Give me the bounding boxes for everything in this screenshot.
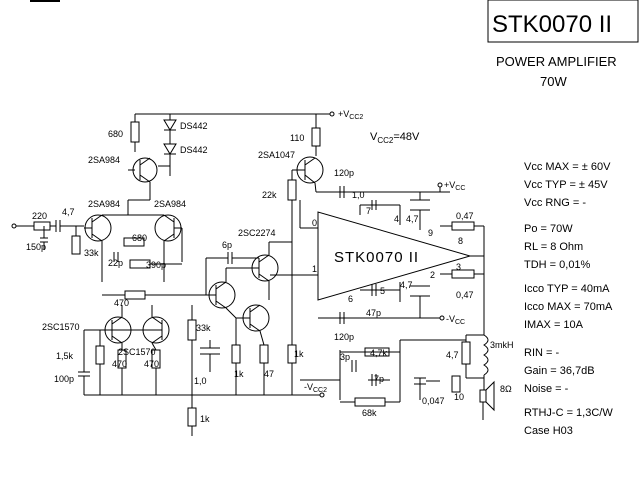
- c10-top: 1,0: [352, 190, 365, 200]
- spec-icco-max: Icco MAX = 70mA: [524, 301, 613, 313]
- spec-vcc-typ: Vcc TYP = ± 45V: [524, 179, 608, 191]
- ds442-a: DS442: [180, 121, 208, 131]
- c47-bot: 4,7: [400, 280, 413, 290]
- r1k-b: 1k: [294, 349, 304, 359]
- pin-5: 5: [380, 286, 385, 296]
- r680-top: 680: [108, 129, 123, 139]
- r33k-b: 33k: [196, 323, 211, 333]
- l3mkh: 3mkH: [490, 340, 514, 350]
- speaker: 8Ω: [500, 384, 512, 394]
- c3p: 3p: [340, 352, 350, 362]
- r470-a: 470: [112, 359, 127, 369]
- pin-3: 3: [456, 262, 461, 272]
- c10-b: 1,0: [194, 376, 207, 386]
- c47-top: 4,7: [406, 214, 419, 224]
- spec-noise: Noise = -: [524, 383, 569, 395]
- r10: 10: [454, 392, 464, 402]
- pin-6: 6: [348, 294, 353, 304]
- r110: 110: [290, 133, 304, 143]
- amplifier-chip: [317, 211, 472, 301]
- c47p: 47p: [366, 308, 381, 318]
- title-box: [487, 0, 639, 43]
- q-2sc1570-right: 2SC1570: [118, 347, 156, 357]
- pin-0: 0: [312, 218, 317, 228]
- chip-label: STK0070 II: [334, 249, 419, 266]
- r220: 220: [32, 211, 47, 221]
- spec-po: Po = 70W: [524, 223, 573, 235]
- spec-case: Case H03: [524, 425, 573, 437]
- q-2sa984-left: 2SA984: [88, 199, 120, 209]
- r680-mid: 680: [132, 233, 147, 243]
- vcc2-value-label: VCC2=48V: [370, 131, 420, 145]
- pin-1: 1: [312, 264, 317, 274]
- r15k: 1,5k: [56, 351, 74, 361]
- r047-top: 0,47: [456, 211, 474, 221]
- q-2sa984-right: 2SA984: [154, 199, 186, 209]
- r470-b: 470: [144, 359, 159, 369]
- title-text: STK0070 II: [492, 11, 612, 38]
- neg-vcc-label: -VCC: [446, 314, 465, 326]
- c150p: 150p: [26, 242, 46, 252]
- r47-out: 4,7: [446, 350, 459, 360]
- r47k: 4,7k: [370, 348, 388, 358]
- ds442-b: DS442: [180, 145, 208, 155]
- r47: 47: [264, 369, 274, 379]
- c22p: 22p: [108, 258, 123, 268]
- q-2sa1047: 2SA1047: [258, 150, 295, 160]
- spec-vcc-max: Vcc MAX = ± 60V: [524, 161, 611, 173]
- pin-9: 9: [428, 228, 433, 238]
- spec-imax: IMAX = 10A: [524, 319, 584, 331]
- c47-in: 4,7: [62, 207, 75, 217]
- pin-8: 8: [458, 236, 463, 246]
- spec-tdh: TDH = 0,01%: [524, 259, 591, 271]
- r33k-in: 33k: [84, 248, 99, 258]
- c7p: 7p: [374, 374, 384, 384]
- r390p: 390p: [146, 260, 166, 270]
- c6p: 6p: [222, 240, 232, 250]
- q-2sc1570-left: 2SC1570: [42, 322, 80, 332]
- spec-icco-typ: Icco TYP = 40mA: [524, 283, 610, 295]
- power-text: 70W: [540, 74, 567, 89]
- spec-rl: RL = 8 Ohm: [524, 241, 583, 253]
- r22k: 22k: [262, 190, 277, 200]
- c100p: 100p: [54, 374, 74, 384]
- c120p-bot: 120p: [334, 332, 354, 342]
- spec-rthj: RTHJ-C = 1,3C/W: [524, 407, 613, 419]
- c120p-top: 120p: [334, 168, 354, 178]
- pin-4: 4: [394, 214, 399, 224]
- q-2sc2274: 2SC2274: [238, 228, 276, 238]
- r1k-c: 1k: [200, 414, 210, 424]
- r047-bot: 0,47: [456, 290, 474, 300]
- pos-vcc-label: +VCC: [444, 180, 465, 192]
- c0047: 0,047: [422, 396, 445, 406]
- pin-7: 7: [366, 206, 371, 216]
- neg-vcc2-label: -VCC2: [304, 382, 327, 394]
- pin-2: 2: [430, 270, 435, 280]
- vcc2-top-label: +VCC2: [338, 109, 363, 121]
- spec-vcc-rng: Vcc RNG = -: [524, 197, 586, 209]
- r1k-a: 1k: [234, 369, 244, 379]
- spec-gain: Gain = 36,7dB: [524, 365, 595, 377]
- q-2sa984-top: 2SA984: [88, 155, 120, 165]
- spec-rin: RIN = -: [524, 347, 559, 359]
- r470-mid: 470: [114, 298, 129, 308]
- r68k: 68k: [362, 408, 377, 418]
- subtitle-text: POWER AMPLIFIER: [496, 54, 617, 69]
